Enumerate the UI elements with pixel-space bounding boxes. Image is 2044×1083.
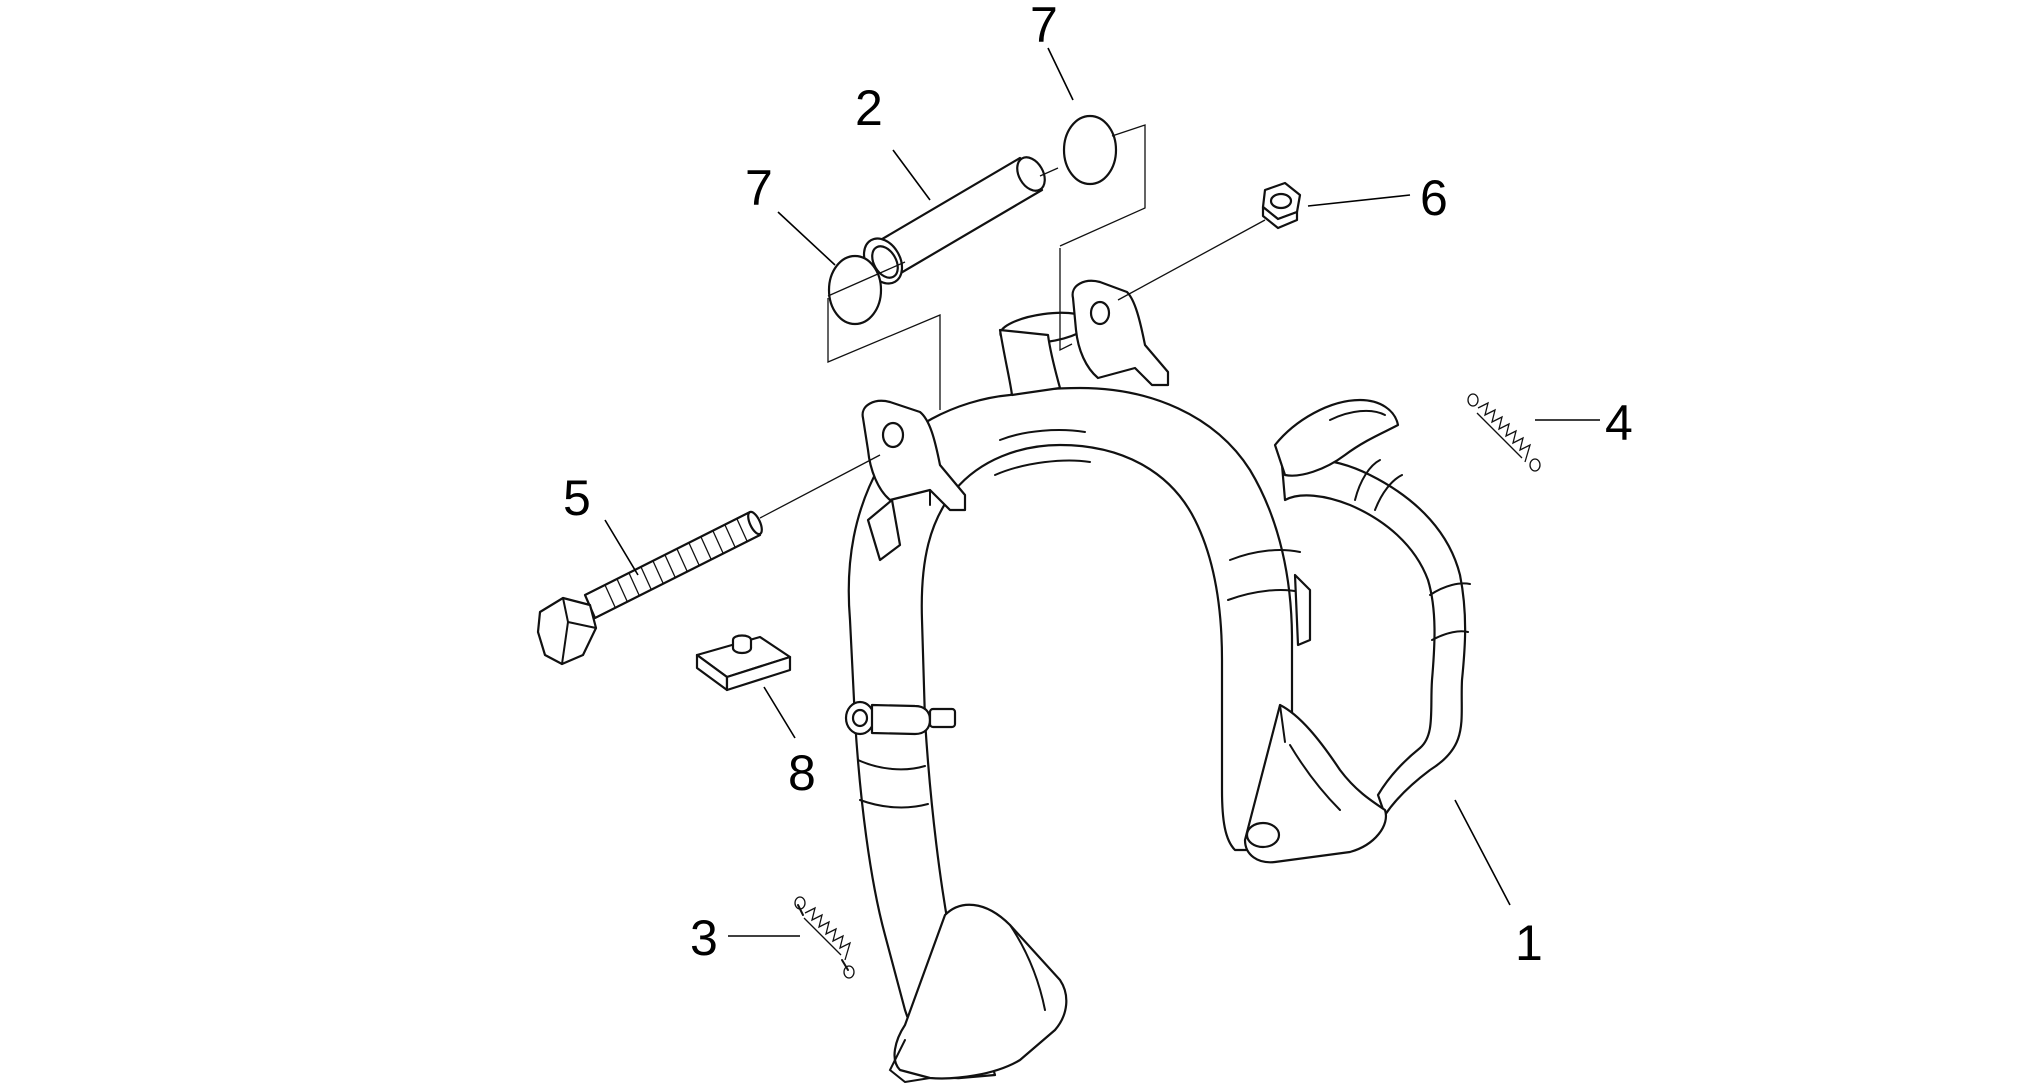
spring-left [794, 896, 855, 979]
assembly-guide-lines [827, 124, 1146, 410]
callout-4: 4 [1605, 395, 1633, 451]
callout-7-right: 7 [1030, 0, 1058, 53]
nut-axis-line [1117, 219, 1266, 301]
callout-labels: 1 2 3 4 5 6 7 7 8 [563, 0, 1633, 971]
right-mounting-tab [1071, 279, 1170, 387]
main-stand-part [844, 311, 1471, 1083]
callout-1: 1 [1515, 915, 1543, 971]
stand-peg [844, 700, 957, 736]
callout-8: 8 [788, 745, 816, 801]
callout-5: 5 [563, 470, 591, 526]
washer-right [1062, 114, 1118, 186]
plate-nut [695, 634, 792, 692]
bolt-axis-line [759, 454, 881, 519]
callout-6: 6 [1420, 170, 1448, 226]
bolt-threads [604, 518, 748, 608]
spring-right [1467, 393, 1541, 472]
leader-lines [604, 47, 1600, 937]
left-mounting-tab [861, 399, 967, 512]
callout-7-left: 7 [745, 160, 773, 216]
pivot-shaft [862, 156, 1046, 285]
callout-3: 3 [690, 910, 718, 966]
washer-left [827, 254, 883, 326]
callout-2: 2 [855, 80, 883, 136]
bolt [536, 510, 763, 666]
hex-nut [1261, 181, 1302, 230]
